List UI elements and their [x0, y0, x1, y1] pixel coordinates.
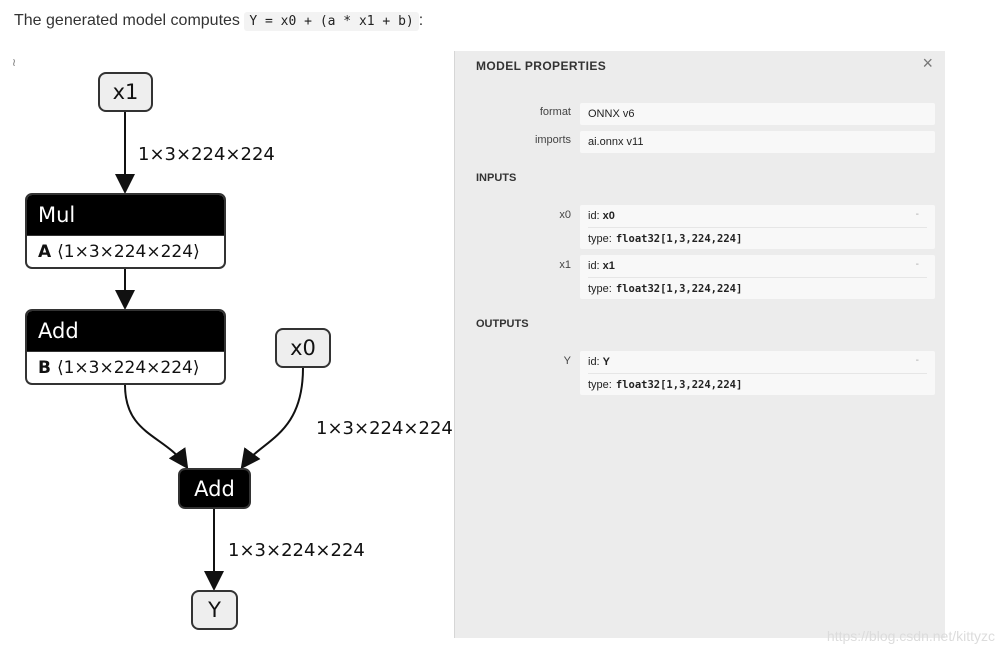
add-node-1-attr: B ⟨1×3×224×224⟩: [27, 351, 224, 383]
expand-dash[interactable]: -: [915, 209, 919, 220]
expand-dash[interactable]: -: [915, 355, 919, 366]
mul-node-title: Mul: [27, 195, 224, 235]
mul-node[interactable]: Mul A ⟨1×3×224×224⟩: [25, 193, 226, 269]
add-node-1[interactable]: Add B ⟨1×3×224×224⟩: [25, 309, 226, 385]
add-node-2-title: Add: [194, 476, 235, 501]
output-y-id: Y: [602, 356, 610, 368]
input-node-x1[interactable]: x1: [98, 72, 153, 112]
output-y-id-line: id: Y -: [588, 351, 927, 374]
inputs-section-title: INPUTS: [476, 172, 517, 184]
output-node-y-label: Y: [208, 598, 221, 622]
type-prefix: type:: [588, 379, 612, 391]
prop-label-imports: imports: [534, 134, 571, 146]
intro-label: The generated model computes: [14, 12, 240, 29]
input-x1-type-line: type: float32[1,3,224,224]: [588, 278, 927, 300]
mul-node-attr: A ⟨1×3×224×224⟩: [27, 235, 224, 267]
output-y-type: float32[1,3,224,224]: [615, 379, 743, 391]
watermark: https://blog.csdn.net/kittyzc: [826, 628, 995, 644]
intro-suffix: :: [418, 12, 424, 29]
output-y-type-line: type: float32[1,3,224,224]: [588, 374, 927, 396]
model-properties-panel: MODEL PROPERTIES × format ONNX v6 import…: [454, 51, 945, 638]
input-arg-x1[interactable]: id: x1 - type: float32[1,3,224,224]: [580, 255, 935, 299]
edge-label-x0: 1×3×224×224: [316, 418, 453, 439]
add-attr-name: B: [38, 358, 51, 378]
formula-code: Y = x0 + (a * x1 + b): [244, 12, 419, 31]
type-prefix: type:: [588, 233, 612, 245]
output-arg-y[interactable]: id: Y - type: float32[1,3,224,224]: [580, 351, 935, 395]
prop-label-format: format: [539, 106, 571, 118]
mul-attr-name: A: [38, 242, 52, 262]
expand-dash[interactable]: -: [915, 259, 919, 270]
input-node-x1-label: x1: [112, 80, 139, 104]
add-node-1-title: Add: [27, 311, 224, 351]
prop-value-format-text: ONNX v6: [588, 108, 635, 120]
prop-value-imports-text: ai.onnx v11: [588, 136, 644, 148]
input-x1-id: x1: [602, 260, 615, 272]
model-graph: x1 Mul A ⟨1×3×224×224⟩ Add B ⟨1×3×224×22…: [0, 50, 453, 650]
outputs-section-title: OUTPUTS: [476, 318, 529, 330]
input-x1-id-line: id: x1 -: [588, 255, 927, 278]
edge-add-add2: [124, 384, 189, 470]
left-marker: ≀: [12, 56, 17, 69]
graph-edges: [115, 112, 304, 591]
input-node-x0-label: x0: [290, 336, 316, 360]
id-prefix: id:: [588, 260, 600, 272]
type-prefix: type:: [588, 283, 612, 295]
add-node-2[interactable]: Add: [178, 468, 251, 509]
add-attr-value: ⟨1×3×224×224⟩: [56, 358, 200, 378]
input-x0-id: x0: [602, 210, 615, 222]
input-x1-type: float32[1,3,224,224]: [615, 283, 743, 295]
input-label-x0: x0: [559, 209, 571, 221]
edge-x0-add2: [240, 367, 304, 470]
edge-label-y: 1×3×224×224: [228, 540, 365, 561]
input-node-x0[interactable]: x0: [275, 328, 331, 368]
prop-value-imports: ai.onnx v11: [580, 131, 935, 153]
prop-value-format: ONNX v6: [580, 103, 935, 125]
input-arg-x0[interactable]: id: x0 - type: float32[1,3,224,224]: [580, 205, 935, 249]
close-icon[interactable]: ×: [922, 53, 933, 73]
edge-label-x1: 1×3×224×224: [138, 144, 275, 165]
output-node-y[interactable]: Y: [191, 590, 238, 630]
panel-title: MODEL PROPERTIES: [476, 59, 607, 73]
input-x0-type-line: type: float32[1,3,224,224]: [588, 228, 927, 250]
intro-text: The generated model computes Y = x0 + (a…: [14, 12, 424, 31]
input-label-x1: x1: [559, 259, 571, 271]
output-label-y: Y: [563, 355, 571, 367]
mul-attr-value: ⟨1×3×224×224⟩: [57, 242, 200, 262]
input-x0-id-line: id: x0 -: [588, 205, 927, 228]
input-x0-type: float32[1,3,224,224]: [615, 233, 743, 245]
id-prefix: id:: [588, 356, 600, 368]
id-prefix: id:: [588, 210, 600, 222]
